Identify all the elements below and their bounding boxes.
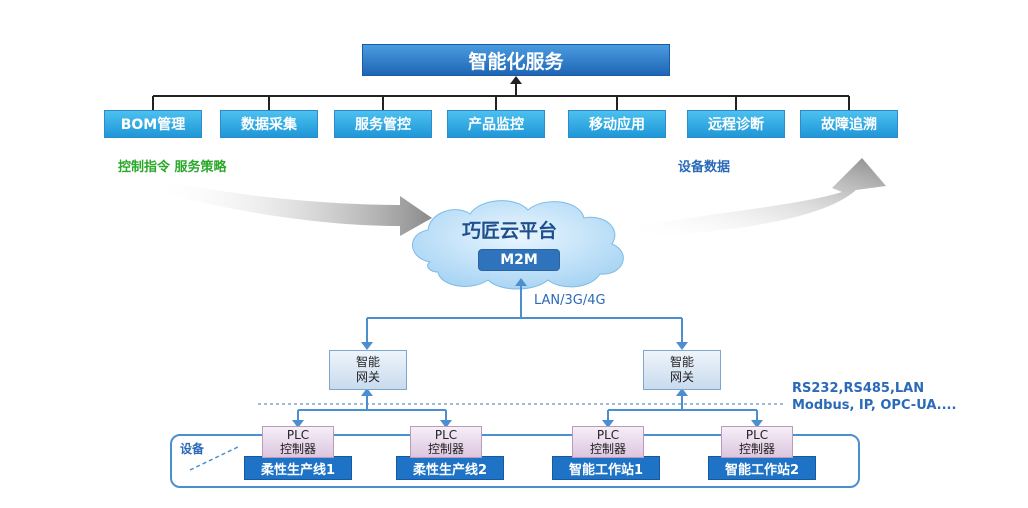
left-flow-arrow (150, 178, 432, 236)
plc-line2: 控制器 (427, 442, 464, 456)
gateway-right-arrowhead (676, 342, 688, 350)
service-drops (152, 96, 850, 110)
cloud-platform-title: 巧匠云平台 (462, 220, 558, 242)
service-mobile-app: 移动应用 (568, 110, 666, 138)
network-label: LAN/3G/4G (534, 293, 606, 308)
gateway-line2: 网关 (355, 370, 380, 384)
service-data-collection: 数据采集 (220, 110, 318, 138)
top-arrowhead (510, 76, 522, 84)
plc-line2: 控制器 (589, 442, 626, 456)
plc-controller-4: PLC 控制器 (721, 426, 793, 458)
intelligent-service-title: 智能化服务 (362, 44, 670, 76)
plc-controller-2: PLC 控制器 (410, 426, 482, 458)
equipment-label: 设备 (180, 442, 205, 456)
flexible-line-1: 柔性生产线1 (244, 456, 352, 480)
gateway-left-arrowhead (361, 342, 373, 350)
plc-line2: 控制器 (279, 442, 316, 456)
smart-workstation-1: 智能工作站1 (552, 456, 660, 480)
plc-controller-3: PLC 控制器 (572, 426, 644, 458)
plc-line1: PLC (434, 428, 458, 442)
equipment-slash (189, 445, 241, 471)
plc-line1: PLC (745, 428, 769, 442)
plc-line2: 控制器 (738, 442, 775, 456)
left-gateway-branch (292, 388, 452, 428)
gateway-line1: 智能 (355, 355, 380, 369)
plc-controller-1: PLC 控制器 (262, 426, 334, 458)
gateway-line2: 网关 (669, 370, 694, 384)
service-remote-diagnosis: 远程诊断 (687, 110, 785, 138)
protocols-line2: Modbus, IP, OPC-UA.... (792, 398, 957, 413)
gateway-line1: 智能 (669, 355, 694, 369)
protocols-line1: RS232,RS485,LAN (792, 381, 925, 396)
service-product-monitoring: 产品监控 (447, 110, 545, 138)
cloud-shape (412, 200, 624, 290)
right-flow-arrow (640, 158, 886, 238)
service-control: 服务管控 (334, 110, 432, 138)
uplink-arrowhead (515, 278, 527, 286)
smart-gateway-right: 智能 网关 (643, 350, 721, 390)
m2m-badge: M2M (478, 249, 560, 271)
device-data-label: 设备数据 (678, 160, 731, 175)
smart-gateway-left: 智能 网关 (329, 350, 407, 390)
control-strategy-label: 控制指令 服务策略 (118, 160, 227, 175)
plc-line1: PLC (286, 428, 310, 442)
right-gateway-branch (602, 388, 763, 428)
service-fault-tracing: 故障追溯 (800, 110, 898, 138)
flexible-line-2: 柔性生产线2 (396, 456, 504, 480)
plc-line1: PLC (596, 428, 620, 442)
smart-workstation-2: 智能工作站2 (708, 456, 816, 480)
equipment-frame (170, 434, 860, 488)
service-bom: BOM管理 (104, 110, 202, 138)
